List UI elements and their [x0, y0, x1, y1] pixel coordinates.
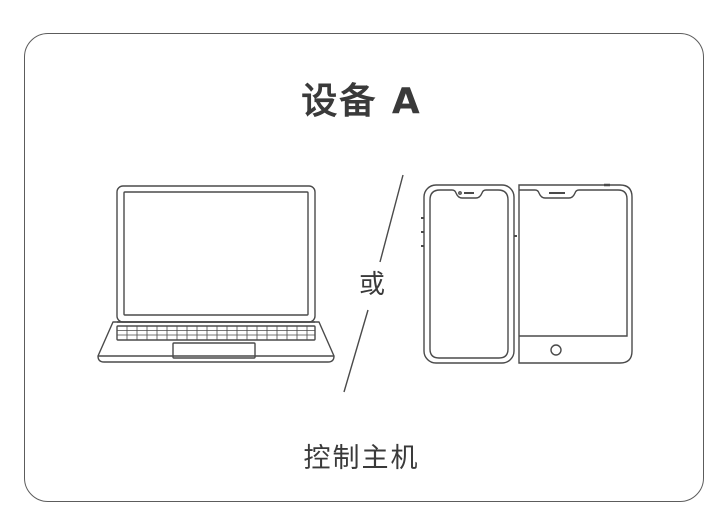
laptop-icon [97, 185, 335, 363]
phone-home-button-icon [518, 183, 633, 364]
device-title: 设备 A [301, 81, 422, 122]
phone-notch-icon [421, 184, 517, 364]
divider-line [343, 174, 404, 393]
or-separator-label: 或 [352, 264, 392, 301]
device-caption: 控制主机 [303, 443, 420, 474]
